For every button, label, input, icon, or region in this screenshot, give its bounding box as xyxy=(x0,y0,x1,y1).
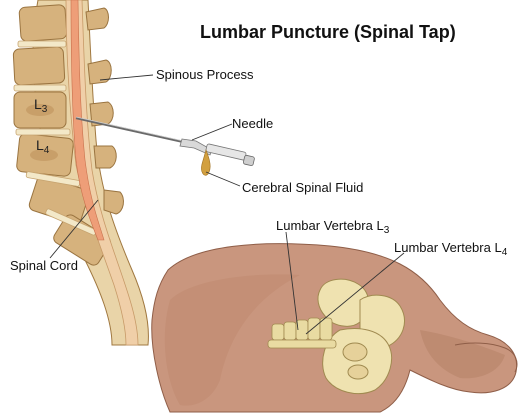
label-spinal-cord: Spinal Cord xyxy=(10,258,78,273)
leader-l4 xyxy=(305,252,405,335)
label-needle: Needle xyxy=(232,116,274,131)
diagram-title: Lumbar Puncture (Spinal Tap) xyxy=(200,22,456,42)
label-lumbar-l3-text: Lumbar Vertebra L xyxy=(276,218,384,233)
vertebral-body xyxy=(18,4,68,42)
spinous-processes xyxy=(85,7,124,215)
leader-spinal-cord xyxy=(49,199,99,259)
lumbar-spine-in-body xyxy=(267,317,337,349)
label-lumbar-vertebra-l3: Lumbar Vertebra L3 xyxy=(276,218,389,238)
label-spinous-process: Spinous Process xyxy=(156,67,254,82)
leader-csf xyxy=(205,171,241,187)
csf-drop xyxy=(201,149,211,176)
leader-l3 xyxy=(285,231,299,331)
vertebra-label-l3: L3 xyxy=(34,96,48,115)
label-lumbar-l4-text: Lumbar Vertebra L xyxy=(394,240,502,255)
intervertebral-discs xyxy=(13,40,97,236)
vertebral-body xyxy=(12,46,66,86)
label-csf: Cerebral Spinal Fluid xyxy=(242,180,364,195)
spinal-cord xyxy=(70,0,105,241)
vertebra-label-l4: L4 xyxy=(36,137,50,156)
label-lumbar-l3-sub: 3 xyxy=(383,225,390,236)
torso xyxy=(151,243,518,413)
spine-illustration xyxy=(12,0,149,346)
label-lumbar-vertebra-l4: Lumbar Vertebra L4 xyxy=(394,240,507,260)
patient-body xyxy=(151,243,518,413)
needle xyxy=(75,116,255,166)
leader-lines xyxy=(49,74,405,335)
leader-spinous-process xyxy=(99,74,154,81)
leader-needle xyxy=(191,123,233,141)
label-lumbar-l4-sub: 4 xyxy=(501,247,508,258)
spinal-canal xyxy=(65,0,139,346)
